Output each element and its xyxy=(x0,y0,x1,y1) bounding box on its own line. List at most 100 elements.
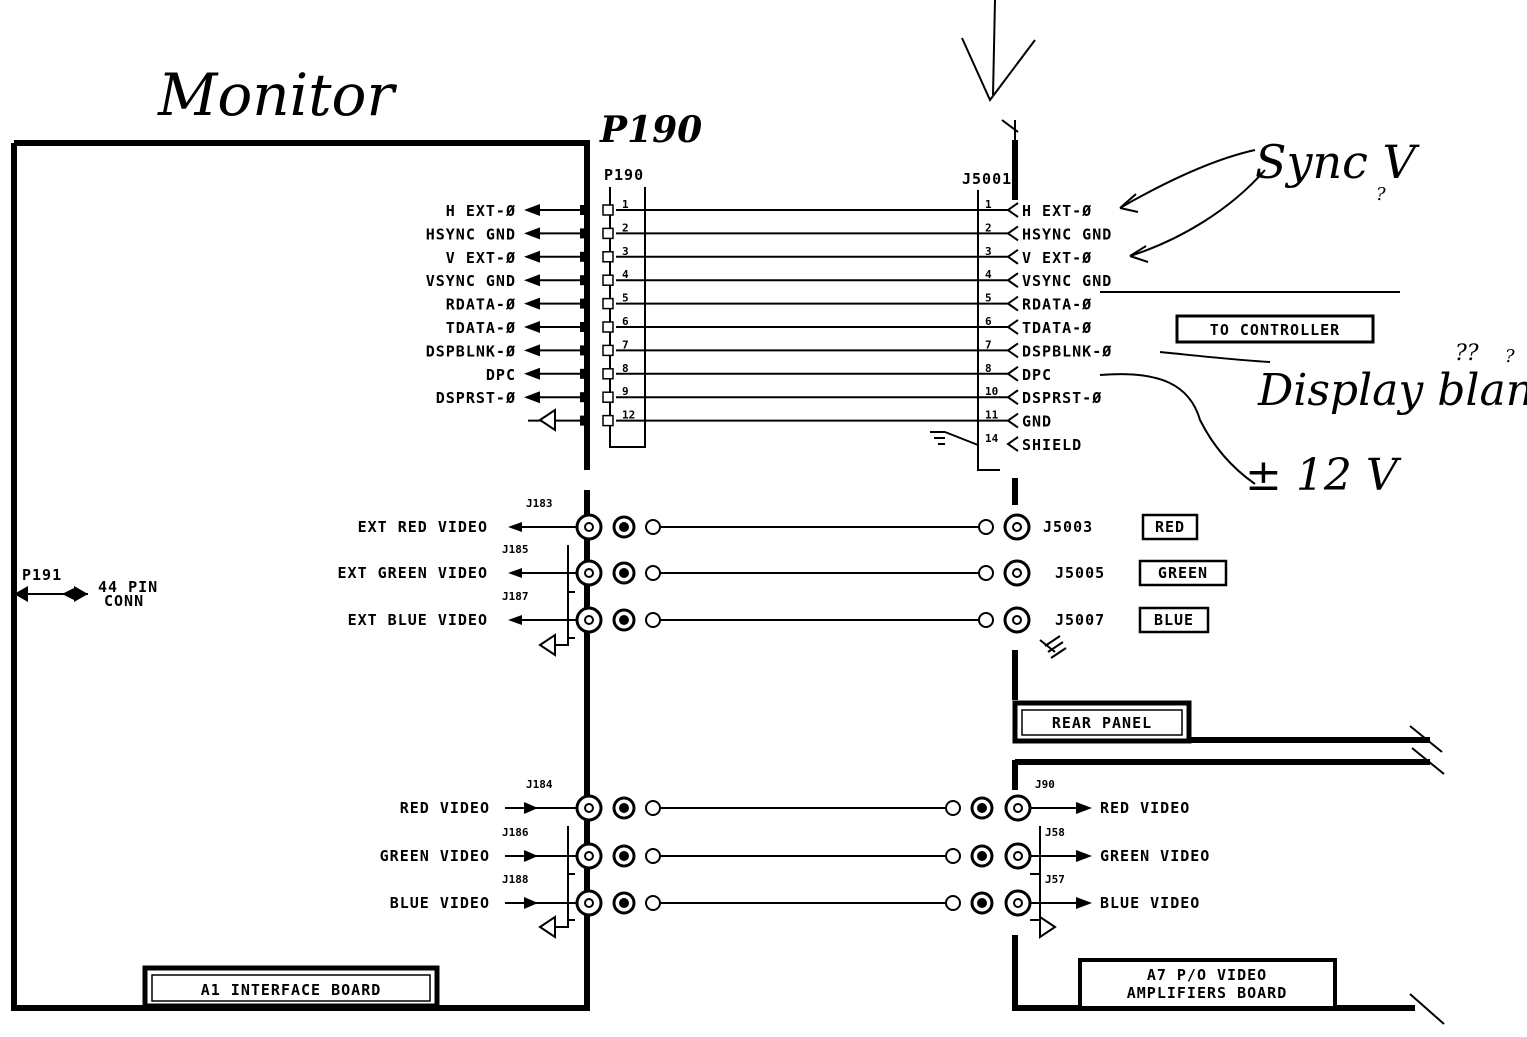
right-signal-label: DSPBLNK-Ø xyxy=(1022,342,1112,360)
coax-plug-center-icon xyxy=(619,615,629,625)
right-pin-contact-icon xyxy=(1006,295,1019,312)
coax-plug-center-icon xyxy=(619,851,629,861)
video-in-arrow-icon xyxy=(524,850,538,862)
coax-jack-center-icon xyxy=(584,568,594,578)
gnd-ground-icon xyxy=(538,408,556,432)
shield-ground-icon xyxy=(930,431,979,446)
video-left-jack: J188 xyxy=(502,873,529,886)
coax-shield-right-icon xyxy=(978,612,994,628)
left-arrow-head-icon xyxy=(524,391,540,404)
right-pin-number: 7 xyxy=(985,338,992,351)
ext-video-right-jack: J5003 xyxy=(1043,518,1093,536)
coax-jack-center-icon xyxy=(584,522,594,532)
right-signal-label: TDATA-Ø xyxy=(1022,319,1092,337)
left-pin-number: 8 xyxy=(622,362,629,375)
left-pin-filled-icon xyxy=(580,322,590,332)
color-tag-box xyxy=(1138,559,1228,587)
color-tag-label: BLUE xyxy=(1154,611,1194,629)
right-pin-contact-icon xyxy=(1006,365,1019,382)
left-signal-label: VSYNC GND xyxy=(426,272,516,290)
left-pin-number: 12 xyxy=(622,409,635,422)
p190-connector-label: P190 xyxy=(604,166,644,184)
left-pin-number: 4 xyxy=(622,268,629,281)
color-tag-label: RED xyxy=(1155,518,1185,536)
right-signal-label: RDATA-Ø xyxy=(1022,296,1092,314)
rear-panel-label-box: REAR PANEL xyxy=(1012,700,1192,744)
right-pin-number: 3 xyxy=(985,245,992,258)
right-signal-label: GND xyxy=(1022,413,1052,431)
p191-note-1: 44 PIN xyxy=(98,578,158,596)
right-pin-number: 8 xyxy=(985,362,992,375)
right-signal-label: V EXT-Ø xyxy=(1022,249,1092,267)
video-ground-bus xyxy=(552,826,575,928)
coax-shield-icon xyxy=(645,848,661,864)
right-pin-number: 1 xyxy=(985,198,992,211)
color-tag-box xyxy=(1138,606,1210,634)
left-arrow-head-icon xyxy=(524,274,540,287)
left-pin-number: 7 xyxy=(622,338,629,351)
coax-jack-center-icon xyxy=(584,851,594,861)
right-pin-contact-icon xyxy=(1006,225,1019,242)
right-pin-contact-icon xyxy=(1006,412,1019,429)
video-left-label: GREEN VIDEO xyxy=(380,847,490,865)
coax-shield-right-icon xyxy=(945,895,961,911)
left-pin-square-icon xyxy=(602,251,614,263)
right-pin-number: 6 xyxy=(985,315,992,328)
left-pin-filled-icon xyxy=(580,415,590,426)
coax-shield-right-icon xyxy=(978,519,994,535)
video-out-arrow-icon xyxy=(1076,850,1092,862)
right-pin-contact-icon xyxy=(1006,272,1019,289)
coax-shield-icon xyxy=(645,895,661,911)
right-pin-number: 11 xyxy=(985,409,999,422)
left-pin-filled-icon xyxy=(580,228,590,239)
to-controller-label-box: TO CONTROLLER xyxy=(1175,314,1375,344)
right-pin-contact-icon xyxy=(1006,319,1019,335)
coax-jack-right-center-icon xyxy=(1013,851,1023,861)
coax-jack-center-icon xyxy=(584,615,594,625)
display-blank-question-1: ?? xyxy=(1455,341,1479,366)
right-pin-contact-icon xyxy=(1006,389,1019,406)
left-signal-label: DPC xyxy=(486,366,516,384)
plus-12v-annotation: ± 12 V xyxy=(1245,450,1402,501)
ext-video-label: EXT RED VIDEO xyxy=(358,518,488,536)
left-pin-square-icon xyxy=(602,414,614,427)
color-tag-box xyxy=(1141,513,1199,541)
coax-jack-center-icon xyxy=(584,803,594,813)
left-signal-label: RDATA-Ø xyxy=(446,296,516,314)
coax-shield-right-icon xyxy=(945,848,961,864)
left-signal-label: H EXT-Ø xyxy=(446,202,516,220)
left-pin-number: 9 xyxy=(622,385,629,398)
video-right-label: RED VIDEO xyxy=(1100,799,1190,817)
right-signal-label: SHIELD xyxy=(1022,436,1082,454)
rear-panel-label: REAR PANEL xyxy=(1052,714,1152,732)
left-pin-filled-icon xyxy=(580,345,590,356)
left-pin-number: 2 xyxy=(622,221,629,234)
monitor-annotation: Monitor xyxy=(157,61,397,129)
right-pin-contact-icon xyxy=(1006,202,1019,218)
left-pin-filled-icon xyxy=(580,251,590,262)
coax-jack-right-center-icon xyxy=(1013,898,1023,908)
coax-shield-icon xyxy=(645,612,661,628)
left-pin-square-icon xyxy=(602,227,614,240)
right-pin-number: 5 xyxy=(985,292,992,305)
left-signal-label: DSPBLNK-Ø xyxy=(426,342,516,360)
ext-video-ground-icon xyxy=(538,633,556,657)
a1-board-label: A1 INTERFACE BOARD xyxy=(201,981,382,999)
coax-shield-right-icon xyxy=(945,800,961,816)
left-pin-filled-icon xyxy=(580,392,590,403)
video-right-jack: J58 xyxy=(1045,826,1065,839)
video-in-arrow-icon xyxy=(524,897,538,909)
right-signal-label: VSYNC GND xyxy=(1022,272,1112,290)
ext-video-label: EXT GREEN VIDEO xyxy=(338,564,488,582)
left-pin-number: 6 xyxy=(622,315,629,328)
coax-plug-right-center-icon xyxy=(977,851,987,861)
a7-video-ground-bus xyxy=(1030,826,1041,927)
coax-plug-right-center-icon xyxy=(977,803,987,813)
p190-handwritten: P190 xyxy=(599,109,702,151)
left-pin-number: 5 xyxy=(622,292,629,305)
left-arrow-head-icon xyxy=(524,250,540,263)
right-pin-contact-icon xyxy=(1006,248,1019,265)
left-arrow-head-icon xyxy=(524,297,540,310)
video-right-jack: J90 xyxy=(1035,778,1055,791)
